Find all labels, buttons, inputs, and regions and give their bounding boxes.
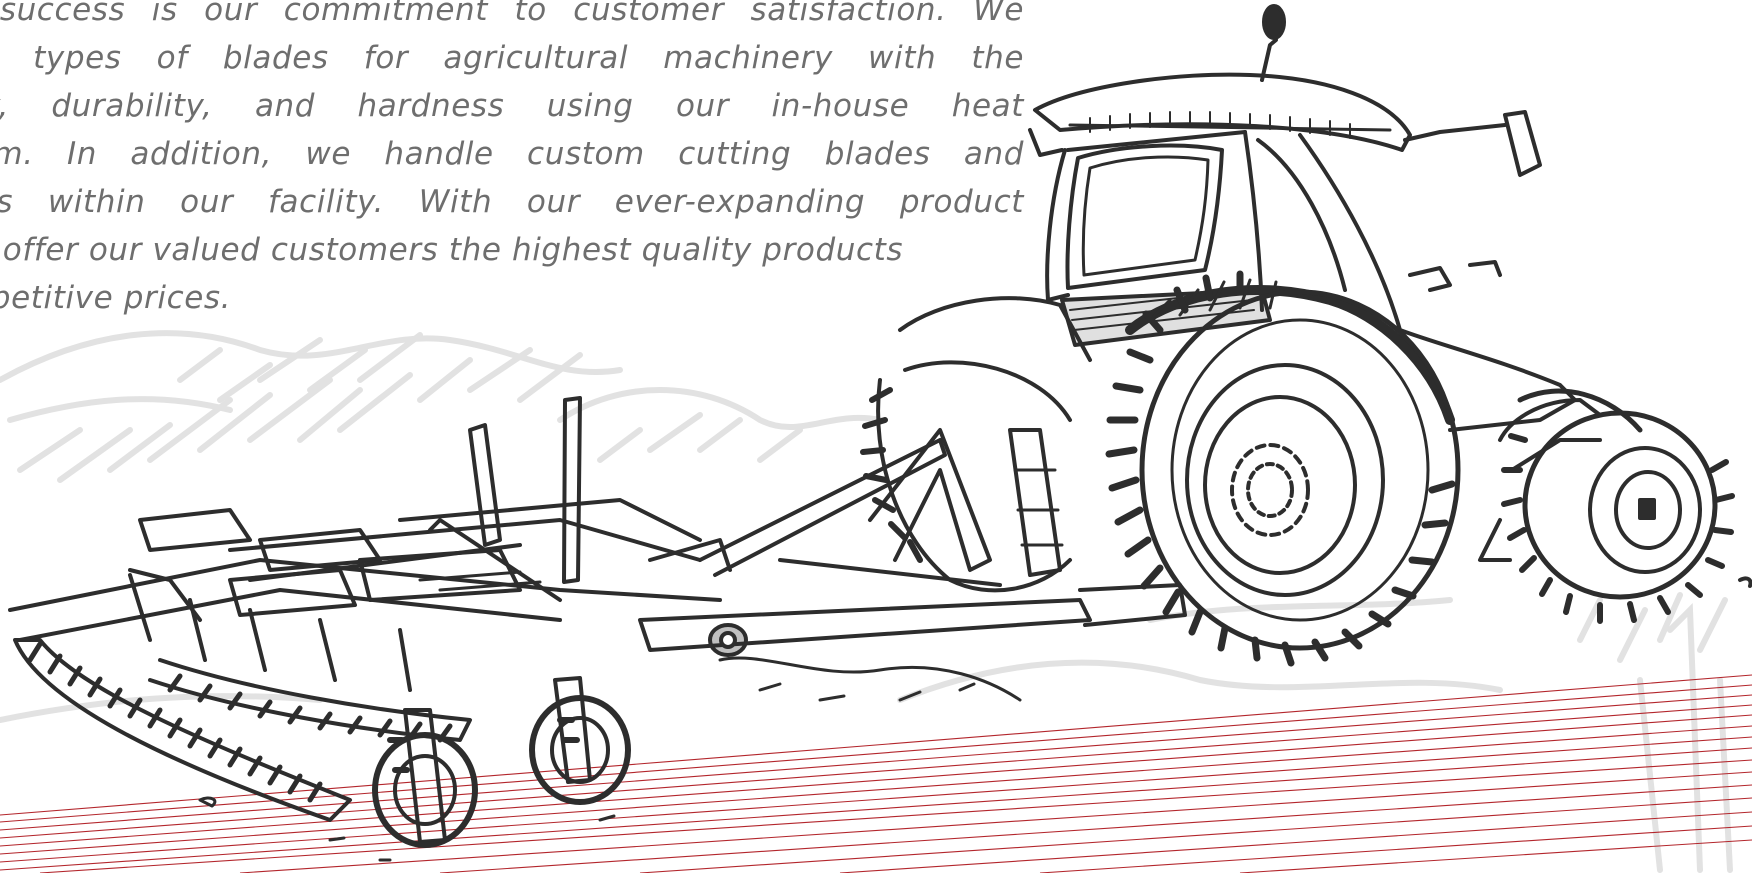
intro-line: r success is our commitment to customer … xyxy=(0,0,1024,28)
cultivator-icon xyxy=(8,396,1022,862)
intro-line: to offer our valued customers the highes… xyxy=(0,232,904,268)
intro-paragraph: r success is our commitment to customer … xyxy=(0,0,1024,322)
tractor-cab-icon xyxy=(898,4,1577,432)
rear-right-wheel-icon xyxy=(1105,270,1461,667)
intro-line: tem. In addition, we handle custom cutti… xyxy=(0,136,1024,172)
intro-line: ses within our facility. With our ever-e… xyxy=(0,184,1024,220)
intro-line: mpetitive prices. xyxy=(0,280,232,316)
intro-line: all types of blades for agricultural mac… xyxy=(0,40,1024,76)
intro-line: ity, durability, and hardness using our … xyxy=(0,88,1024,124)
drawbar-icon xyxy=(638,428,1187,657)
front-wheel-icon xyxy=(1478,388,1752,624)
